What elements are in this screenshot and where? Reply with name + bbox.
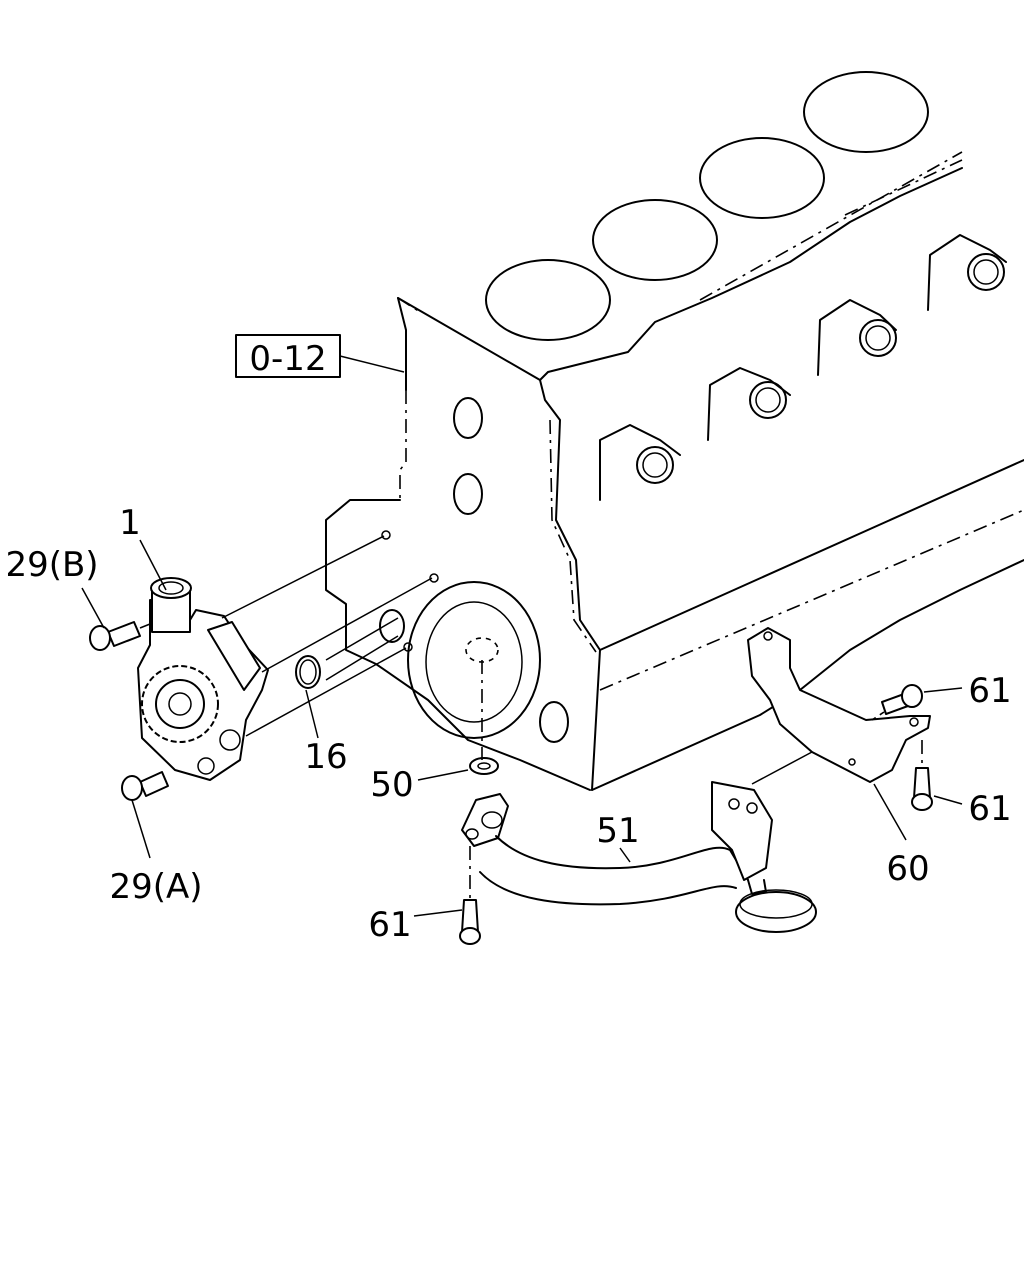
callout-1: 1 (119, 503, 141, 543)
callout-60: 60 (886, 849, 929, 889)
bolt-61-bracket-top: 61 (871, 671, 1012, 721)
callout-29a: 29(A) (109, 867, 202, 907)
engine-block (325, 71, 1024, 791)
bolt-61-bracket-side: 61 (911, 740, 1012, 829)
reference-code: 0-12 (249, 339, 326, 379)
callout-16: 16 (304, 737, 347, 777)
oil-strainer: 51 (461, 751, 817, 933)
side-boss-row (599, 234, 1007, 501)
bolt-29a: 29(A) (109, 771, 203, 907)
callout-51: 51 (596, 811, 639, 851)
bolt-61-pipe: 61 (368, 846, 481, 945)
callout-61-top: 61 (968, 671, 1011, 711)
bracket-60: 60 (747, 627, 931, 889)
callout-29b: 29(B) (5, 545, 98, 585)
callout-61-side: 61 (968, 789, 1011, 829)
callout-50: 50 (370, 765, 413, 805)
o-ring: 16 (295, 655, 348, 777)
reference-box: 0-12 (235, 334, 405, 379)
bolt-29b: 29(B) (5, 545, 151, 651)
oil-pump (137, 577, 269, 781)
callout-61-pipe: 61 (368, 905, 411, 945)
gasket-50: 50 (370, 660, 499, 805)
alignment-lines (221, 530, 439, 737)
